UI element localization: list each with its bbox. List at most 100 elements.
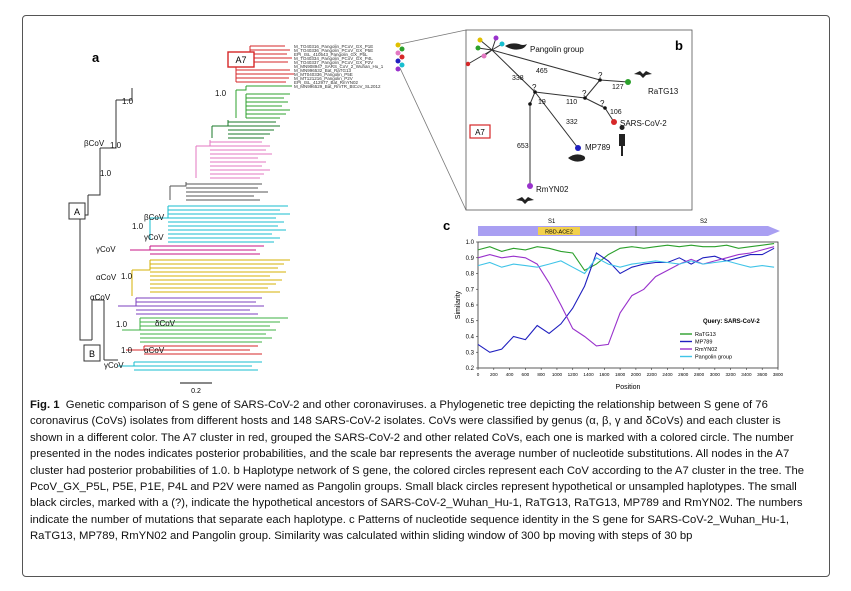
s2-label: S2 [700,219,708,225]
y-axis: 0.20.30.40.50.60.70.80.91.0 [466,240,478,372]
plot-frame [477,241,779,369]
network-a7-label: A7 [475,128,485,137]
x-tick-label: 3000 [710,372,721,377]
taxon-label: EPI_ISL_412977_Bat_RmYN02 [294,80,359,85]
node-ratg13 [625,79,631,85]
caption-text: Genetic comparison of S gene of SARS-CoV… [30,399,805,543]
x-tick-label: 3400 [741,372,752,377]
hypothetical-node [583,96,587,100]
haplotype-node [493,35,499,41]
haplotype-node [499,41,505,47]
taxon-label: M_TO40337_Pangolin_PCoV_GX_P2V [294,60,373,65]
clade-label-gamma: γCoV [96,245,116,254]
x-tick-label: 1000 [552,372,563,377]
zoom-connector [399,67,467,211]
taxon-label: EPI_ISL_410543_Pangolin_GX_P5L [294,52,368,57]
marker-circle [395,50,401,56]
domain-arrow-icon [768,226,780,236]
clade-label-beta: βCoV [84,139,105,148]
x-tick-label: 1600 [599,372,610,377]
clade-label-alpha: αCoV [144,346,165,355]
hypothetical-node [533,90,537,94]
clade-label-gamma: γCoV [144,233,164,242]
legend-label: RmYN02 [695,347,717,353]
zoom-connector [399,29,467,45]
legend-label: RaTG13 [695,332,716,338]
support-value: 1.0 [100,169,112,178]
support-value: 1.0 [121,272,133,281]
taxon-label: M_MN908947_SARS_CoV_2_Wuhan_Hu_1 [294,64,384,69]
clade-label-gamma: γCoV [104,361,124,370]
taxon-label: M_MT040336_Pangolin_P5E [294,72,353,77]
x-tick-label: 1800 [615,372,626,377]
pangolin-group-label: Pangolin group [530,45,584,54]
y-tick-label: 0.4 [466,335,475,341]
taxon-label: M_MT121216_Pangolin_P2V [294,76,353,81]
pangolin-silhouette-icon [568,154,586,162]
node-mp789 [575,145,581,151]
x-tick-label: 1200 [568,372,579,377]
y-tick-label: 0.8 [466,272,475,278]
x-tick-label: 2800 [694,372,705,377]
pangolin-silhouette-icon [505,43,527,50]
node-sars-cov-2 [611,119,617,125]
haplotype-node [475,45,481,51]
pangolin-cluster [465,35,505,67]
series-lines [477,243,775,353]
clade-label-alpha: αCoV [90,293,111,302]
sars-cov-2-label: SARS-CoV-2 [620,119,667,128]
edge-label: 106 [610,109,622,116]
edge-labels: 465 338 127 19 110 106 332 653 [512,68,624,150]
edge-label: 653 [517,143,529,150]
x-tick-label: 2000 [631,372,642,377]
x-tick-label: 2200 [647,372,658,377]
phylo-tree [79,45,294,371]
edge-label: 465 [536,68,548,75]
rbd-domain [538,227,580,235]
question-mark: ? [598,71,603,80]
question-mark: ? [600,99,605,108]
a7-markers [395,42,405,72]
taxon-label: M_TO40336_Pangolin_PCoV_GX_P5E [294,48,373,53]
domain-bar: S1 S2 RBD-ACE2 [478,219,780,236]
support-value: 1.0 [121,346,133,355]
y-tick-label: 1.0 [466,240,475,246]
hypothetical-nodes [528,78,607,110]
taxon-label: M_MN996532_Bat_RaTG13 [294,68,352,73]
marker-circle [395,58,401,64]
x-tick-label: 200 [490,372,498,377]
taxon-label: M_TO40316_Pangolin_PCoV_GX_P1E [294,44,373,49]
network-a7-box [469,124,491,139]
marker-circle [399,54,405,60]
clade-b-box [83,344,101,362]
taxon-label: M_TO40334_Pangolin_PCoV_GX_P4L [294,56,373,61]
edge-label: 338 [512,75,524,82]
panel-c-label: c [443,218,450,233]
rmyn02-label: RmYN02 [536,185,569,194]
clade-label-alpha: αCoV [96,273,117,282]
ratg13-label: RaTG13 [648,87,679,96]
edge-label: 19 [538,99,546,106]
bat-silhouette-icon [634,71,652,78]
panel-b-label: b [675,38,683,53]
a7-clade-box [227,51,255,68]
x-tick-label: 0 [477,372,480,377]
spike-domain-bar [478,226,768,236]
edge-label: 332 [566,119,578,126]
haplotype-node [481,53,487,59]
hypothetical-node [528,102,532,106]
haplotype-node [465,61,471,67]
haplotype-node [477,37,483,43]
marker-circle [395,66,401,72]
x-tick-label: 3200 [726,372,737,377]
support-values: 1.0 1.0 1.0 1.0 1.0 1.0 1.0 1.0 [100,89,227,355]
clade-a-label: A [74,207,80,217]
support-value: 1.0 [110,141,122,150]
support-value: 1.0 [116,320,128,329]
x-tick-label: 400 [506,372,514,377]
y-tick-label: 0.3 [466,350,475,356]
support-value: 1.0 [132,222,144,231]
mp789-label: MP789 [585,143,611,152]
y-tick-label: 0.2 [466,366,475,372]
